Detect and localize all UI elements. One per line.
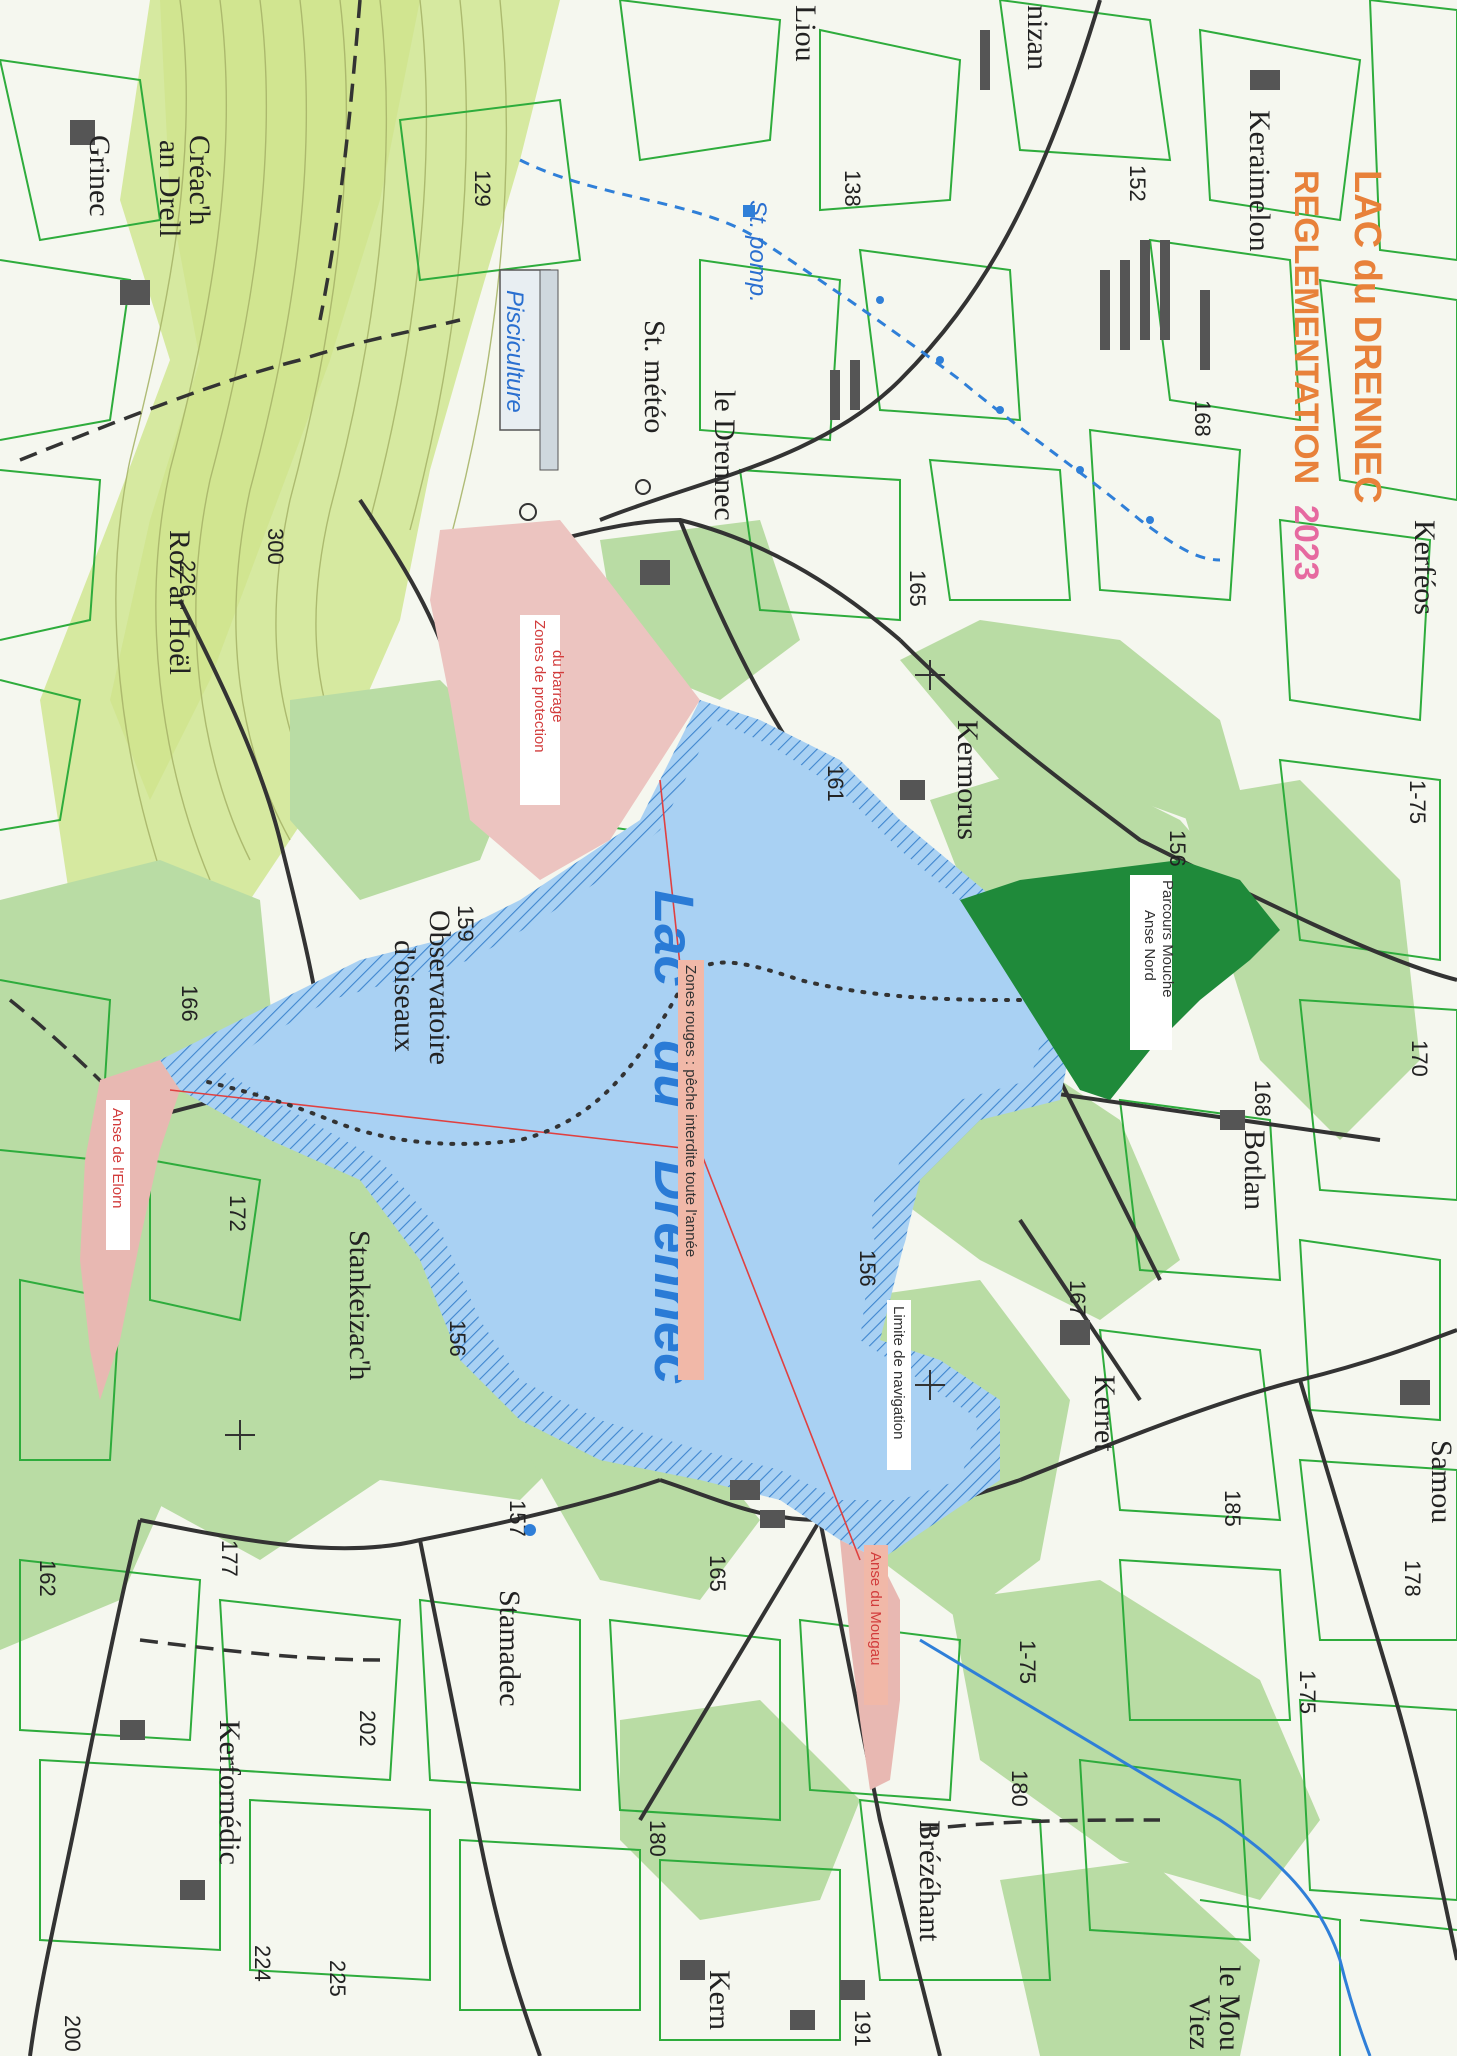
alt-159: 159	[453, 905, 478, 942]
place-roz-ar-hoel: Roz ar Hoël	[163, 530, 196, 675]
barrage-protection-zone	[430, 520, 700, 880]
spring-symbol	[524, 1524, 536, 1536]
map-symbols	[225, 205, 945, 1536]
alt-152: 152	[1125, 165, 1150, 202]
place-kerfornedic: Kerfornédic	[213, 1720, 246, 1865]
place-stamadec: Stamadec	[493, 1590, 526, 1707]
alt-129: 129	[470, 170, 495, 207]
title-line2: REGLEMENTATION	[1287, 170, 1325, 484]
anse-nord-zone	[960, 860, 1280, 1100]
cross-symbol-2	[225, 1420, 255, 1450]
place-st-pomp: St. pomp.	[744, 200, 771, 303]
anse-mougau-label-box	[864, 1545, 888, 1705]
zones-rouges-label-box	[678, 960, 704, 1380]
alt-300: 300	[263, 528, 288, 565]
place-an-drell: an Drell	[153, 140, 186, 237]
navigation-limit-line	[198, 960, 1022, 1146]
lake	[160, 700, 1080, 1560]
buildings	[70, 30, 1430, 2030]
anse-mougau-label: Anse du Mougau	[867, 1552, 884, 1665]
alt-175b: 1-75	[1015, 1640, 1040, 1684]
place-le-drennec: le Drennec	[708, 390, 741, 521]
cross-symbol	[915, 660, 945, 690]
meteo-symbol	[635, 479, 651, 495]
anse-nord-label-box	[1130, 875, 1172, 1050]
place-st-meteo: St. météo	[638, 320, 671, 433]
alt-156b: 156	[855, 1250, 880, 1287]
stream	[519, 158, 1372, 2056]
place-kerret: Kerret	[1088, 1375, 1121, 1452]
station-symbol	[519, 503, 537, 521]
title-year: 2023	[1287, 505, 1325, 581]
place-samou: Samou	[1425, 1440, 1457, 1523]
island	[872, 1180, 908, 1260]
alt-175a: 1-75	[1405, 780, 1430, 824]
alt-200: 200	[60, 2015, 85, 2052]
alt-156a: 156	[1165, 830, 1190, 867]
place-pisciculture: Pisciculture	[501, 290, 528, 413]
alt-224: 224	[250, 1945, 275, 1982]
place-brezehant: Brézéhant	[913, 1820, 946, 1942]
place-liou: Liou	[789, 5, 822, 62]
alt-180a: 180	[1007, 1770, 1032, 1807]
alt-167: 167	[1065, 1280, 1090, 1317]
place-oiseaux: d'oiseaux	[388, 940, 421, 1052]
alt-165a: 165	[905, 570, 930, 607]
place-keraimelon: Keraimelon	[1243, 110, 1276, 252]
alt-168a: 168	[1190, 400, 1215, 437]
place-viez: Viez	[1183, 1995, 1216, 2050]
place-le-mou: le Mou	[1213, 1965, 1246, 2051]
alt-202: 202	[355, 1710, 380, 1747]
anse-nord-label-line2: Parcours Mouche	[1159, 880, 1176, 998]
place-kermorus: Kermorus	[951, 720, 984, 840]
alt-168b: 168	[1250, 1080, 1275, 1117]
place-grinec: Grinec	[83, 135, 116, 217]
place-kern: Kern	[703, 1970, 736, 2030]
title-line1: LAC du DRENNEC	[1346, 170, 1388, 504]
alt-172: 172	[225, 1195, 250, 1232]
pump-station-symbol	[743, 205, 755, 217]
alt-166: 166	[177, 985, 202, 1022]
alt-165b: 165	[705, 1555, 730, 1592]
place-stankeizac: Stankeizac'h	[343, 1230, 376, 1380]
alt-225: 225	[325, 1960, 350, 1997]
alt-185: 185	[1220, 1490, 1245, 1527]
zone-labels: Zones de protection du barrage Zones rou…	[106, 615, 1176, 1705]
alt-177: 177	[217, 1540, 242, 1577]
alt-138: 138	[840, 170, 865, 207]
alt-175c: 1-75	[1295, 1670, 1320, 1714]
alt-180b: 180	[645, 1820, 670, 1857]
anse-nord-label-line1: Anse Nord	[1141, 910, 1158, 981]
map-title: LAC du DRENNEC REGLEMENTATION 2023	[1287, 170, 1388, 581]
place-names: Liou nizan Keraimelon Kerféos Créac'h an…	[83, 5, 1457, 2051]
pisciculture-site	[499, 269, 559, 471]
altitude-labels: 138 129 152 168 165 161 226 300 156 159 …	[35, 165, 1432, 2052]
place-creach: Créac'h	[183, 135, 216, 225]
place-nizan: nizan	[1021, 5, 1054, 70]
place-botlan: Botlan	[1238, 1130, 1271, 1210]
alt-178: 178	[1400, 1560, 1425, 1597]
anse-elorn-label-box	[106, 1100, 130, 1250]
barrage-label-box	[520, 615, 560, 805]
alt-156c: 156	[445, 1320, 470, 1357]
cross-symbol-3	[915, 1370, 945, 1400]
barrage-label-line2: du barrage	[549, 650, 566, 723]
barrage-label-line1: Zones de protection	[531, 620, 548, 753]
place-observatoire: Observatoire	[423, 910, 456, 1065]
navigation-label-box	[887, 1300, 911, 1470]
alt-162: 162	[35, 1560, 60, 1597]
navigation-label: Limite de navigation	[890, 1306, 907, 1439]
terrain-layer	[40, 0, 560, 960]
alt-191: 191	[850, 2010, 875, 2047]
alt-226: 226	[175, 560, 200, 597]
alt-161: 161	[823, 765, 848, 802]
zones-rouges-label: Zones rouges : pêche interdite toute l'a…	[682, 965, 699, 1257]
place-kerfeos: Kerféos	[1408, 520, 1441, 615]
anse-elorn-label: Anse de l'Elorn	[109, 1108, 126, 1208]
alt-170: 170	[1407, 1040, 1432, 1077]
